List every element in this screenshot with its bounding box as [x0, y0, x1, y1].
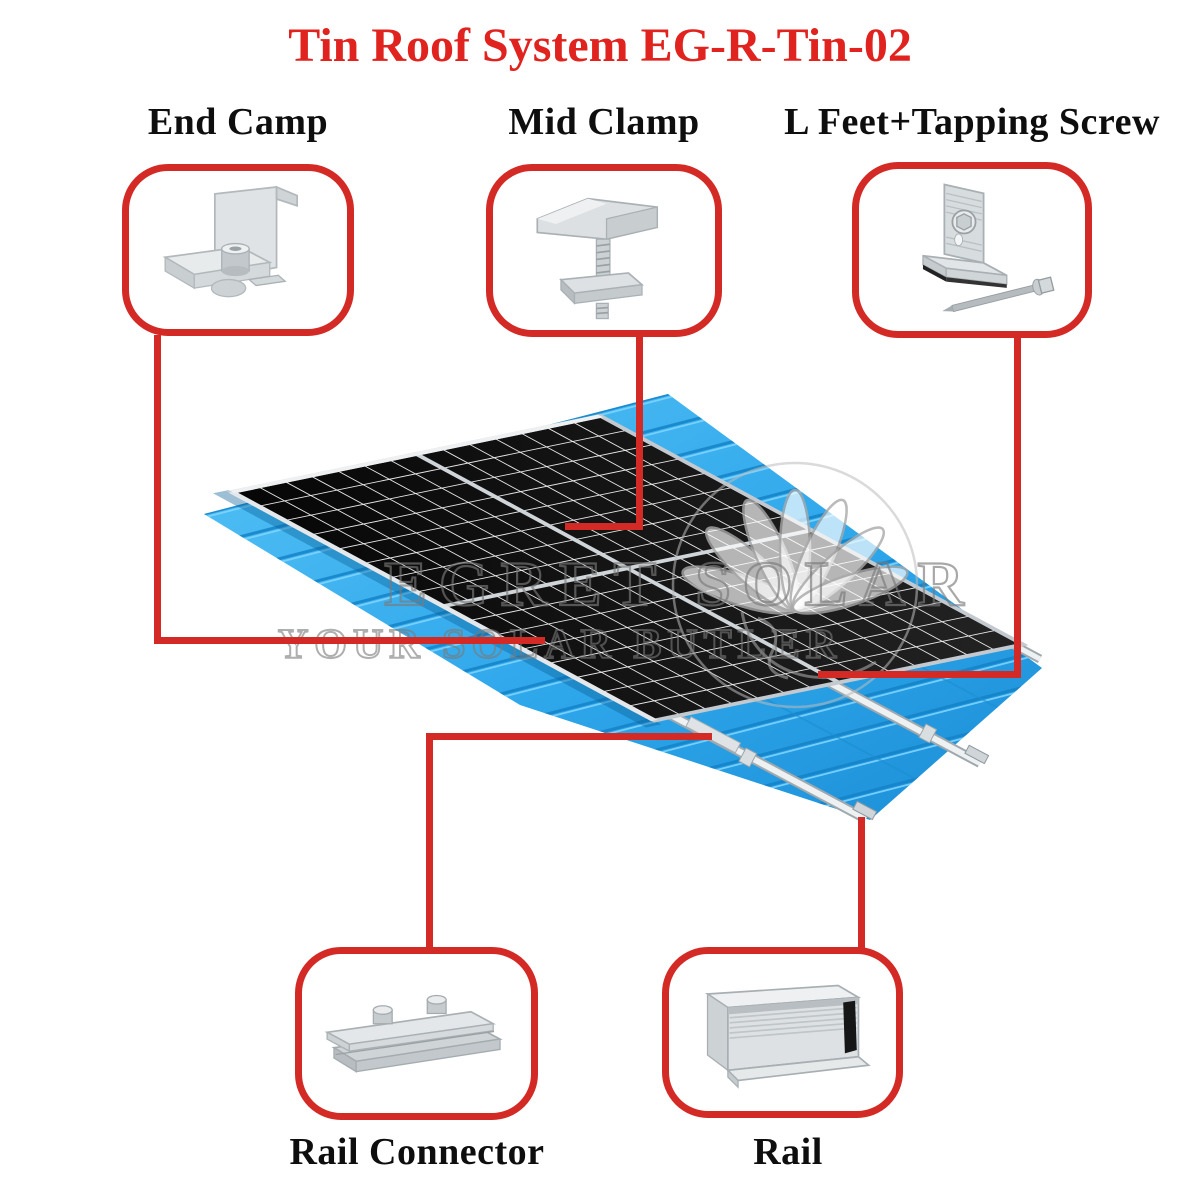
- connector-end-clamp-horizontal: [154, 637, 545, 644]
- rail-end-cap: [852, 800, 878, 821]
- rail-end-cap: [964, 744, 990, 765]
- watermark-line2: YOUR SOLAR BUTLER: [278, 622, 842, 668]
- rail-connector-image: [323, 994, 503, 1073]
- tapping-screw: [942, 276, 1055, 313]
- mid-clamp-image: [536, 197, 659, 319]
- connector-rail-connector-horizontal: [426, 733, 712, 740]
- l-feet-box: [852, 162, 1092, 338]
- mid-clamp-box: [486, 164, 722, 337]
- connector-end-clamp-vertical: [154, 335, 161, 644]
- connector-mid-clamp-horizontal: [565, 523, 643, 530]
- label-rail: Rail: [753, 1131, 823, 1173]
- connector-mid-clamp-vertical: [636, 337, 643, 530]
- rail-image: [704, 984, 871, 1089]
- watermark-logo-circle: [671, 461, 919, 709]
- connector-l-feet-vertical: [1014, 338, 1021, 678]
- watermark: EGRET SOLAR YOUR SOLAR BUTLER: [277, 461, 975, 709]
- page-title: Tin Roof System EG-R-Tin-02: [288, 19, 912, 72]
- l-foot: [918, 723, 938, 744]
- watermark-logo-fan: [681, 488, 909, 615]
- label-end-clamp: End Camp: [147, 101, 329, 143]
- end-clamp-image: [162, 185, 298, 298]
- label-rail-connector: Rail Connector: [289, 1131, 545, 1173]
- connector-l-feet-horizontal: [818, 671, 1021, 678]
- rail-connector-box: [295, 947, 538, 1120]
- label-l-feet: L Feet+Tapping Screw: [784, 101, 1160, 143]
- end-clamp-box: [122, 164, 354, 336]
- l-feet-tapping-screw-image: [922, 183, 1055, 313]
- label-mid-clamp: Mid Clamp: [508, 101, 700, 143]
- watermark-line1: EGRET SOLAR: [384, 548, 975, 619]
- connector-rail-vertical: [858, 817, 865, 948]
- connector-rail-connector-vertical: [426, 733, 433, 948]
- l-foot: [738, 747, 758, 768]
- rail-box: [662, 947, 903, 1118]
